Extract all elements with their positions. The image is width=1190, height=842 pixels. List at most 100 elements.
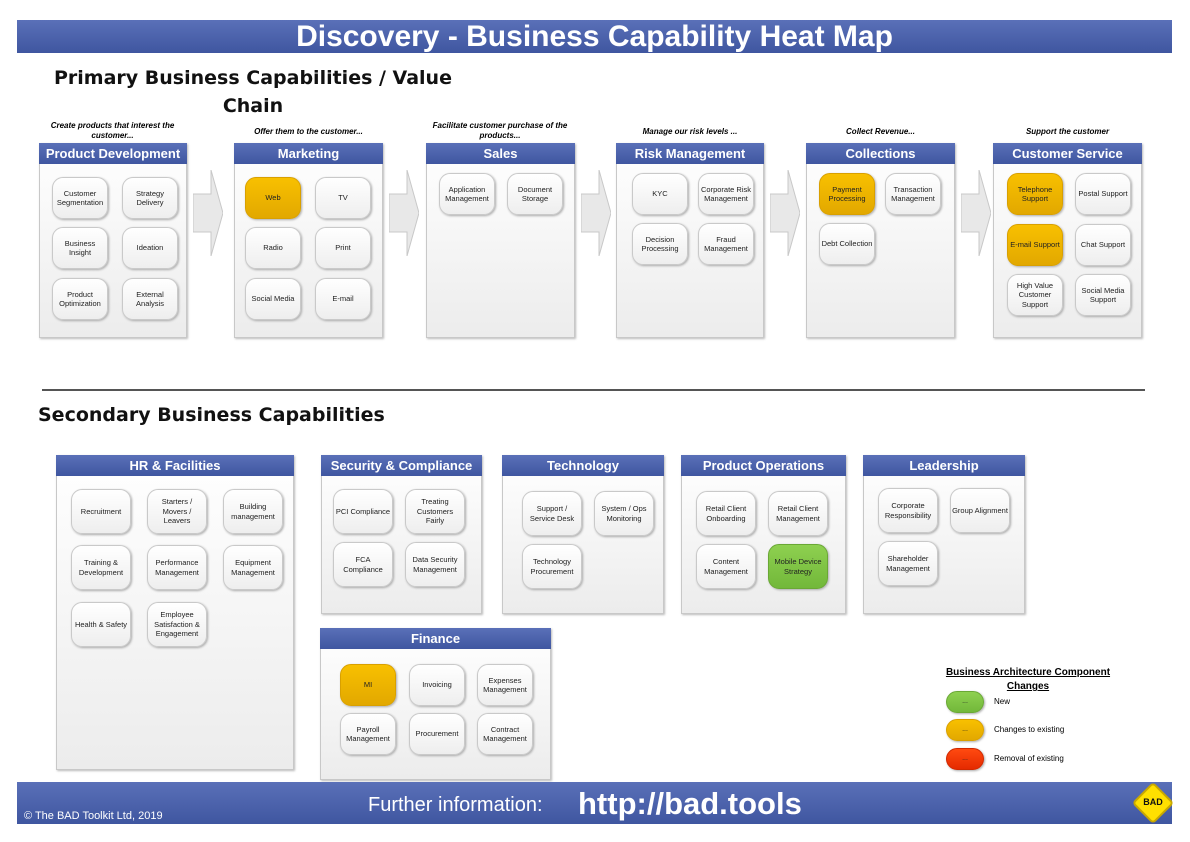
capability-pill[interactable]: Corporate Responsibility bbox=[878, 488, 938, 533]
primary-heading: Primary Business Capabilities / Value Ch… bbox=[54, 67, 452, 117]
capability-pill[interactable]: Procurement bbox=[409, 713, 465, 755]
capability-pill[interactable]: Technology Procurement bbox=[522, 544, 582, 589]
section-caption: Facilitate customer purchase of the prod… bbox=[432, 121, 568, 140]
capability-pill[interactable]: Treating Customers Fairly bbox=[405, 489, 465, 534]
legend-swatch-new: ... bbox=[946, 691, 984, 713]
capability-pill[interactable]: Health & Safety bbox=[71, 602, 131, 647]
capability-pill[interactable]: Payroll Management bbox=[340, 713, 396, 755]
chevron-right-icon bbox=[580, 169, 612, 257]
legend-label: Changes to existing bbox=[994, 725, 1065, 734]
capability-pill[interactable]: Group Alignment bbox=[950, 488, 1010, 533]
capability-pill[interactable]: Strategy Delivery bbox=[122, 177, 178, 219]
capability-pill[interactable]: Product Optimization bbox=[52, 278, 108, 320]
page-title: Discovery - Business Capability Heat Map bbox=[17, 20, 1172, 53]
section-caption: Manage our risk levels ... bbox=[642, 127, 738, 136]
capability-pill[interactable]: Expenses Management bbox=[477, 664, 533, 706]
info-label: Further information: bbox=[368, 794, 543, 816]
capability-pill[interactable]: Shareholder Management bbox=[878, 541, 938, 586]
info-link[interactable]: http://bad.tools bbox=[578, 786, 802, 821]
legend-swatch-changed: ... bbox=[946, 719, 984, 741]
capability-pill[interactable]: Social Media Support bbox=[1075, 274, 1131, 316]
capability-pill[interactable]: Building management bbox=[223, 489, 283, 534]
capability-pill[interactable]: Print bbox=[315, 227, 371, 269]
chevron-right-icon bbox=[192, 169, 224, 257]
capability-pill[interactable]: Debt Collection bbox=[819, 223, 875, 265]
section-caption: Offer them to the customer... bbox=[254, 127, 363, 136]
capability-pill[interactable]: High Value Customer Support bbox=[1007, 274, 1063, 316]
secondary-heading: Secondary Business Capabilities bbox=[38, 404, 385, 426]
capability-pill[interactable]: Ideation bbox=[122, 227, 178, 269]
section-title: Customer Service bbox=[993, 143, 1142, 164]
capability-pill[interactable]: KYC bbox=[632, 173, 688, 215]
capability-pill[interactable]: Retail Client Onboarding bbox=[696, 491, 756, 536]
section-caption: Create products that interest the custom… bbox=[50, 121, 175, 140]
capability-pill[interactable]: TV bbox=[315, 177, 371, 219]
capability-pill[interactable]: Payment Processing bbox=[819, 173, 875, 215]
capability-pill[interactable]: Chat Support bbox=[1075, 224, 1131, 266]
capability-pill[interactable]: Document Storage bbox=[507, 173, 563, 215]
capability-pill[interactable]: Training & Development bbox=[71, 545, 131, 590]
bad-logo-text: BAD bbox=[1143, 797, 1163, 807]
capability-pill[interactable]: Mobile Device Strategy bbox=[768, 544, 828, 589]
section-title: Product Development bbox=[39, 143, 187, 164]
section-title: HR & Facilities bbox=[56, 455, 294, 476]
section-title: Security & Compliance bbox=[321, 455, 482, 476]
capability-pill[interactable]: Radio bbox=[245, 227, 301, 269]
capability-pill[interactable]: PCI Compliance bbox=[333, 489, 393, 534]
legend-label: New bbox=[994, 697, 1011, 706]
section-title: Product Operations bbox=[681, 455, 846, 476]
capability-pill[interactable]: Business Insight bbox=[52, 227, 108, 269]
section-divider bbox=[42, 389, 1145, 391]
capability-pill[interactable]: Performance Management bbox=[147, 545, 207, 590]
capability-pill[interactable]: Data Security Management bbox=[405, 542, 465, 587]
capability-pill[interactable]: Support / Service Desk bbox=[522, 491, 582, 536]
section-title: Collections bbox=[806, 143, 955, 164]
capability-pill[interactable]: Application Management bbox=[439, 173, 495, 215]
capability-pill[interactable]: External Analysis bbox=[122, 278, 178, 320]
legend-swatch-removed: ... bbox=[946, 748, 984, 770]
capability-pill[interactable]: Postal Support bbox=[1075, 173, 1131, 215]
capability-pill[interactable]: Social Media bbox=[245, 278, 301, 320]
capability-pill[interactable]: Equipment Management bbox=[223, 545, 283, 590]
section-caption: Support the customer bbox=[1025, 127, 1110, 136]
capability-pill[interactable]: Fraud Management bbox=[698, 223, 754, 265]
capability-pill[interactable]: Employee Satisfaction & Engagement bbox=[147, 602, 207, 647]
capability-pill[interactable]: Recruitment bbox=[71, 489, 131, 534]
capability-pill[interactable]: MI bbox=[340, 664, 396, 706]
capability-pill[interactable]: Transaction Management bbox=[885, 173, 941, 215]
section-title: Finance bbox=[320, 628, 551, 649]
capability-pill[interactable]: Retail Client Management bbox=[768, 491, 828, 536]
capability-pill[interactable]: E-mail Support bbox=[1007, 224, 1063, 266]
footer-bar: © The BAD Toolkit Ltd, 2019 Further info… bbox=[17, 781, 1175, 825]
section-title: Marketing bbox=[234, 143, 383, 164]
capability-pill[interactable]: Contract Management bbox=[477, 713, 533, 755]
capability-pill[interactable]: Decision Processing bbox=[632, 223, 688, 265]
capability-pill[interactable]: FCA Compliance bbox=[333, 542, 393, 587]
chevron-right-icon bbox=[769, 169, 801, 257]
capability-pill[interactable]: E-mail bbox=[315, 278, 371, 320]
capability-pill[interactable]: Telephone Support bbox=[1007, 173, 1063, 215]
section-title: Leadership bbox=[863, 455, 1025, 476]
capability-pill[interactable]: Starters / Movers / Leavers bbox=[147, 489, 207, 534]
section-title: Risk Management bbox=[616, 143, 764, 164]
capability-pill[interactable]: Invoicing bbox=[409, 664, 465, 706]
capability-pill[interactable]: Customer Segmentation bbox=[52, 177, 108, 219]
capability-pill[interactable]: System / Ops Monitoring bbox=[594, 491, 654, 536]
capability-pill[interactable]: Corporate Risk Management bbox=[698, 173, 754, 215]
legend-label: Removal of existing bbox=[994, 754, 1064, 763]
capability-pill[interactable]: Web bbox=[245, 177, 301, 219]
section-caption: Collect Revenue... bbox=[846, 127, 915, 136]
capability-pill[interactable]: Content Management bbox=[696, 544, 756, 589]
chevron-right-icon bbox=[960, 169, 992, 257]
